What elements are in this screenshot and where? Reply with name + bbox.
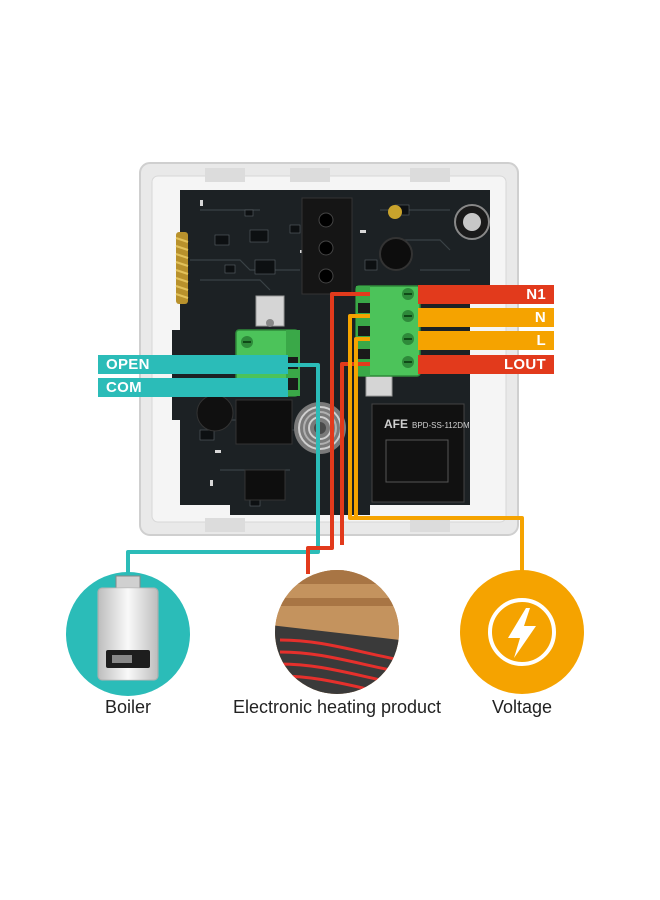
terminal-label-lout: LOUT	[503, 356, 546, 373]
center-connector	[301, 197, 353, 295]
relay-brand: AFE	[384, 417, 408, 431]
device-caption-boiler: Boiler	[104, 697, 152, 717]
terminal-label-n1: N1	[526, 286, 546, 303]
orange-wire-l	[354, 337, 370, 518]
terminal-label-open: OPEN	[106, 356, 150, 373]
red-wire-lout	[340, 362, 370, 545]
heating-floor-icon	[275, 570, 399, 694]
teal-wire	[126, 363, 320, 582]
terminal-label-l: L	[536, 332, 546, 349]
relay-model: BPD-SS-112DM	[412, 421, 470, 430]
terminal-label-n: N	[534, 309, 546, 326]
power-relay: AFE BPD-SS-112DM	[371, 403, 470, 503]
orange-wire	[348, 314, 524, 574]
terminal-label-com: COM	[106, 379, 142, 396]
right-terminal-block	[355, 285, 421, 377]
antenna-coil	[175, 232, 189, 304]
device-caption-heating: Electronic heating product	[232, 697, 442, 717]
red-wire-n1	[306, 292, 370, 574]
device-caption-voltage: Voltage	[491, 697, 553, 717]
lightning-bolt-icon	[460, 570, 584, 694]
boiler-icon	[66, 572, 190, 696]
capacitors	[379, 204, 490, 271]
